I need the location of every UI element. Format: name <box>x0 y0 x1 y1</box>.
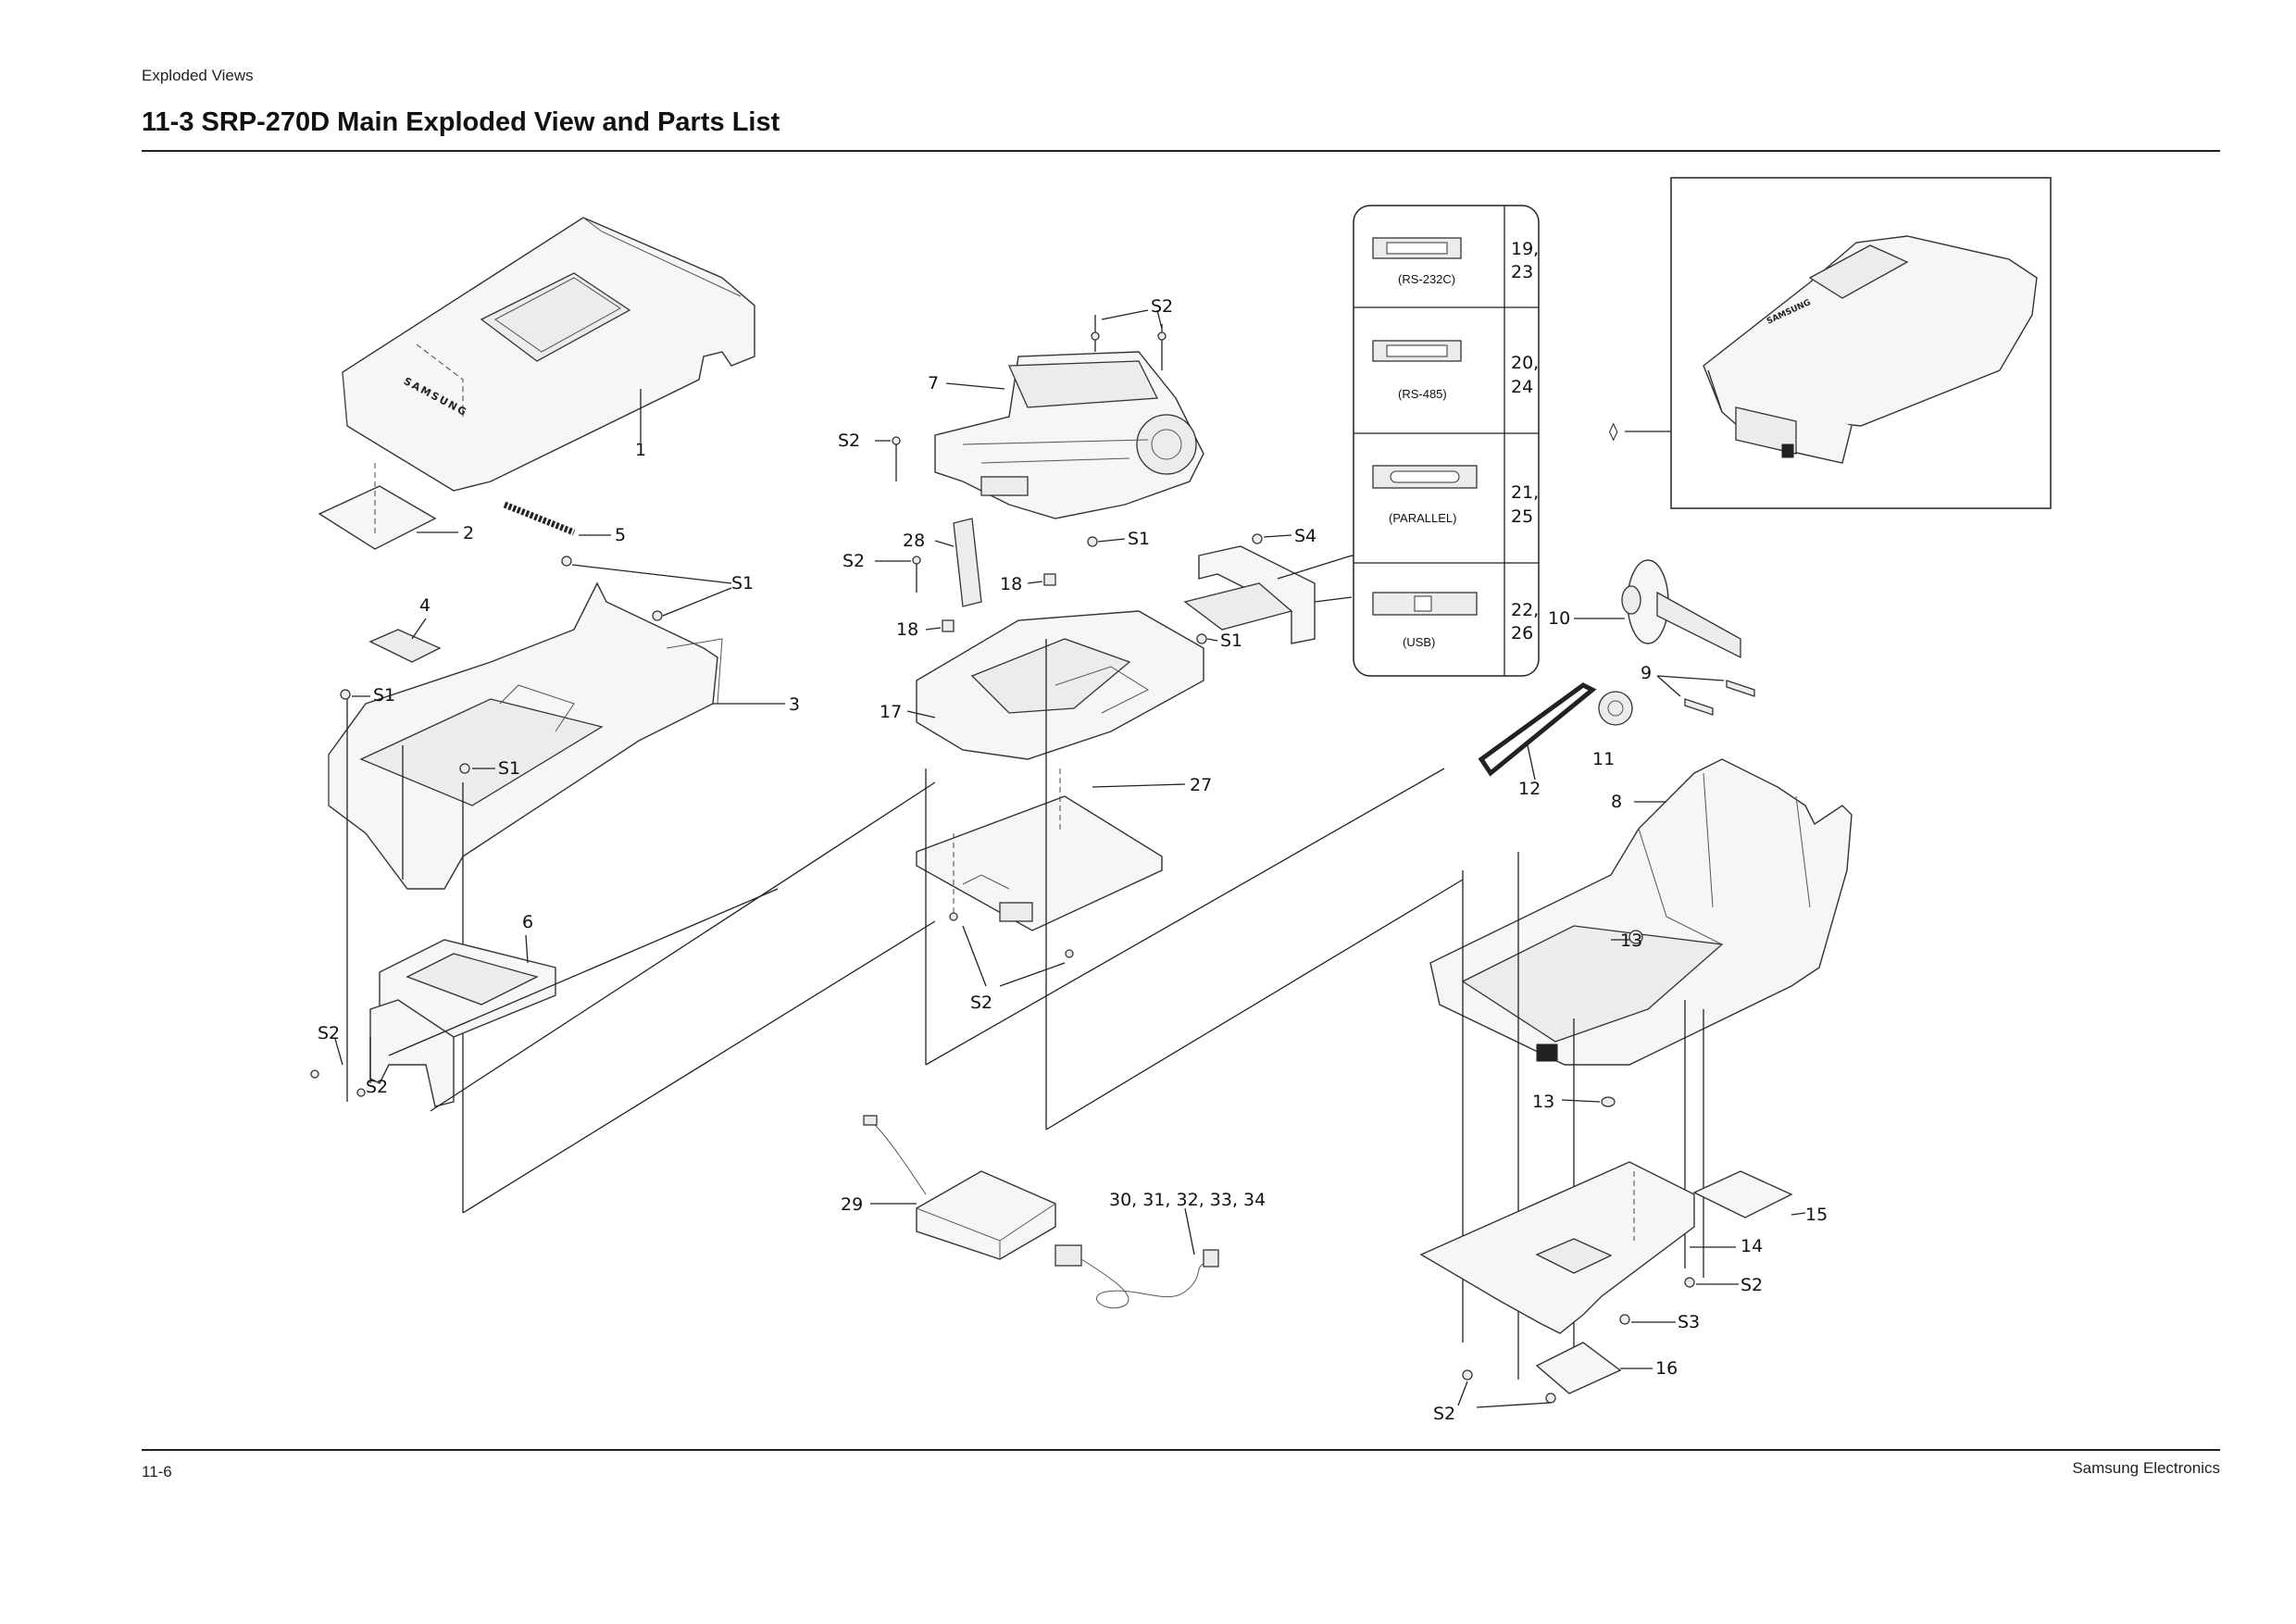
callout-13-top: 13 <box>1620 931 1642 951</box>
callout-11: 11 <box>1592 749 1615 769</box>
small-bracket-part <box>368 629 442 663</box>
rubber-foot-part <box>1601 1096 1616 1107</box>
interface-table: (RS-232C) 19, 23 (RS-485) 20, 24 (PARALL… <box>1353 205 1540 677</box>
callout-12: 12 <box>1518 779 1541 799</box>
title-rule <box>142 150 2220 152</box>
screw-s1-mech <box>1087 536 1126 547</box>
callout-s1-right: S1 <box>1220 631 1242 651</box>
callout-7: 7 <box>928 373 939 394</box>
callout-8: 8 <box>1611 792 1622 812</box>
interface-parts-rs485-b: 24 <box>1511 377 1533 397</box>
callout-10: 10 <box>1548 608 1570 629</box>
callout-4: 4 <box>419 595 430 616</box>
interface-port-rs485: (RS-485) <box>1398 387 1447 401</box>
section-label: Exploded Views <box>142 67 254 84</box>
cover-plate-part <box>1535 1342 1622 1394</box>
callout-s1-top: S1 <box>731 573 754 593</box>
screw-s2-pcb <box>949 912 1074 987</box>
callout-18-a: 18 <box>1000 574 1022 594</box>
bottom-label-part <box>1692 1170 1793 1218</box>
company-name: Samsung Electronics <box>2072 1459 2220 1477</box>
callout-diamond: ◊ <box>1609 421 1618 442</box>
parallel-connector-icon <box>1372 465 1478 489</box>
callout-s1-left: S1 <box>373 685 395 706</box>
callout-13-bottom: 13 <box>1532 1092 1554 1112</box>
paper-roll-holder-part <box>1621 559 1741 659</box>
callout-27: 27 <box>1190 775 1212 795</box>
callout-18-b: 18 <box>896 619 918 640</box>
callout-16: 16 <box>1655 1358 1678 1379</box>
power-adapter-part <box>863 1115 1056 1260</box>
callout-s1-mech: S1 <box>1128 529 1150 549</box>
callout-5: 5 <box>615 525 626 545</box>
usb-connector-icon <box>1372 592 1478 616</box>
interface-bracket-part <box>1183 533 1316 644</box>
callout-29: 29 <box>841 1194 863 1215</box>
interface-parts-parallel-a: 21, <box>1511 482 1539 503</box>
interface-port-parallel: (PARALLEL) <box>1389 511 1456 525</box>
interface-parts-usb-b: 26 <box>1511 623 1533 643</box>
screw-s2-lower-left <box>310 1038 366 1097</box>
screw-s2-right <box>1684 1277 1739 1288</box>
interface-parts-usb-a: 22, <box>1511 600 1539 620</box>
callout-3: 3 <box>789 694 800 715</box>
callout-17: 17 <box>880 702 902 722</box>
interface-port-usb: (USB) <box>1403 635 1435 649</box>
callout-2: 2 <box>463 523 474 543</box>
callout-14: 14 <box>1741 1236 1763 1256</box>
screw-s2-mech-left <box>875 436 901 481</box>
callout-s2-pcb: S2 <box>970 993 992 1013</box>
paper-guide-part <box>369 939 556 1107</box>
footer-rule <box>142 1449 2220 1451</box>
callout-30-34: 30, 31, 32, 33, 34 <box>1109 1190 1266 1210</box>
callout-6: 6 <box>522 912 533 932</box>
callout-1: 1 <box>635 440 646 460</box>
lower-case-part <box>1429 758 1853 1066</box>
screw-s1-mech-right <box>1196 633 1218 644</box>
callout-s2-lower-left-b: S2 <box>366 1077 388 1097</box>
interface-parts-rs232-b: 23 <box>1511 262 1533 282</box>
callout-s2-right: S2 <box>1741 1275 1763 1295</box>
callout-28: 28 <box>903 531 925 551</box>
base-plate-part <box>916 610 1204 760</box>
label-sheet-part <box>318 463 437 550</box>
page-title: 11-3 SRP-270D Main Exploded View and Par… <box>142 107 780 137</box>
callout-s3: S3 <box>1678 1312 1700 1332</box>
drive-belt-part <box>1478 682 1597 777</box>
interface-parts-rs485-a: 20, <box>1511 353 1539 373</box>
callout-s2-lower-left-a: S2 <box>318 1023 340 1043</box>
main-pcb-part <box>916 768 1163 931</box>
screw-s3 <box>1619 1314 1676 1325</box>
top-cover-part: SAMSUNG <box>342 217 755 492</box>
screw-s2-mid <box>875 556 921 593</box>
power-cord-part <box>1054 1244 1219 1309</box>
page-number: 11-6 <box>142 1463 172 1480</box>
callout-s2-bottom: S2 <box>1433 1404 1455 1424</box>
gear-part <box>1598 691 1633 726</box>
screw-s2-bottom <box>1457 1369 1556 1408</box>
callout-s1-mid: S1 <box>498 758 520 779</box>
screw-s2-top <box>1091 309 1167 370</box>
interface-parts-rs232-a: 19, <box>1511 239 1539 259</box>
shaft-pins-part <box>1656 675 1755 716</box>
callout-s2-mech-left: S2 <box>838 431 860 451</box>
assembled-printer-inset: SAMSUNG <box>1670 177 2052 509</box>
callout-s2-top: S2 <box>1151 296 1173 317</box>
bottom-plate-part <box>1419 1161 1695 1334</box>
callout-9: 9 <box>1641 663 1652 683</box>
print-mechanism-part <box>934 351 1204 519</box>
standoff-18-group <box>925 573 1056 632</box>
callout-s4: S4 <box>1294 526 1316 546</box>
interface-parts-parallel-b: 25 <box>1511 506 1533 527</box>
rs232-connector-icon <box>1372 237 1462 259</box>
callout-15: 15 <box>1805 1205 1828 1225</box>
callout-s2-mid: S2 <box>842 551 865 571</box>
screw-s1-left-group <box>340 556 663 774</box>
interface-port-rs232: (RS-232C) <box>1398 272 1455 286</box>
spring-part <box>503 501 576 536</box>
rs485-connector-icon <box>1372 340 1462 362</box>
flat-cable-part <box>953 518 982 607</box>
main-frame-part <box>328 581 723 1213</box>
